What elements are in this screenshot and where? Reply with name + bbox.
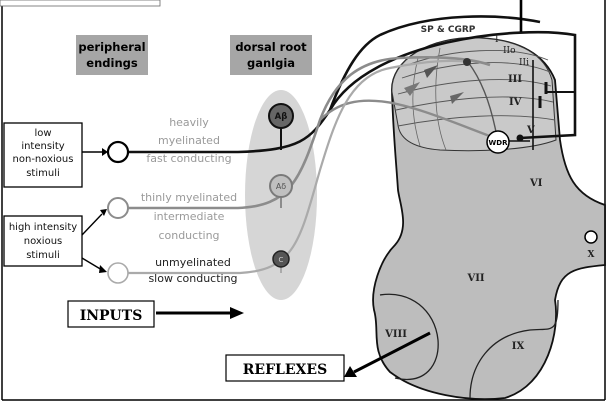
high-stimuli-line-2: noxious [24, 236, 63, 247]
high-stimuli-line-1: high intensity [9, 222, 77, 233]
low-stimuli-line-3: non-noxious [13, 154, 74, 165]
lamina-VII-label: VII [466, 273, 484, 284]
high-stimuli-line-3: stimuli [26, 250, 60, 261]
lamina-VI-label: VI [529, 178, 543, 189]
ganglion-abeta-label: Aβ [275, 112, 288, 122]
thin-fiber-line-3: conducting [158, 229, 219, 242]
drg-label-2: ganlgia [247, 56, 295, 70]
central-canal-marker [585, 231, 597, 243]
heavy-fiber-line-3: fast conducting [146, 152, 231, 165]
lamina-IIo-label: IIo [503, 46, 516, 56]
low-stimuli-line-4: stimuli [26, 168, 60, 179]
peripheral-label-2: endings [86, 56, 138, 70]
unmyelinated-line-2: slow conducting [148, 272, 237, 285]
inputs-arrowhead [230, 307, 244, 319]
low-stimuli-line-2: intensity [21, 141, 64, 152]
drg-label-1: dorsal root [235, 40, 307, 54]
heavy-fiber-line-2: myelinated [158, 134, 220, 147]
peripheral-label-1: peripheral [78, 40, 145, 54]
sp-cgrp-label: SP & CGRP [421, 25, 476, 35]
ending-low-threshold [108, 142, 128, 162]
lamina-IIi-label: IIi [519, 58, 529, 68]
lamina-V-label: V [526, 125, 535, 136]
lamina-I-label: I [495, 35, 499, 45]
lamina-VIII-label: VIII [384, 329, 407, 340]
thin-fiber-line-2: intermediate [154, 210, 225, 223]
ganglion-adelta-label: Aδ [276, 182, 286, 191]
low-stimulus-arrowhead [102, 148, 108, 156]
ending-unmyelinated [108, 263, 128, 283]
high-stimulus-arrow-up [82, 214, 102, 235]
synapse-dot-2 [517, 135, 524, 142]
unmyelinated-line-1: unmyelinated [155, 256, 231, 269]
heavy-fiber-line-1: heavily [169, 116, 209, 129]
high-stimulus-arrowhead-down [99, 265, 107, 273]
ganglion-c-label: C [279, 256, 284, 264]
inputs-label: INPUTS [80, 308, 143, 324]
reflexes-label: REFLEXES [243, 362, 327, 378]
lamina-IV-label: IV [509, 97, 522, 108]
low-stimuli-line-1: low [34, 128, 51, 139]
thin-fiber-line-1: thinly myelinated [141, 191, 237, 204]
ending-thin [108, 198, 128, 218]
lamina-III-label: III [508, 74, 522, 85]
wdr-label: WDR [489, 139, 509, 147]
top-left-caption-box [0, 0, 160, 6]
lamina-X-label: X [588, 250, 595, 260]
synapse-dot-1 [463, 58, 471, 66]
lamina-IX-label: IX [512, 341, 525, 352]
high-stimulus-arrow-down [82, 258, 102, 270]
